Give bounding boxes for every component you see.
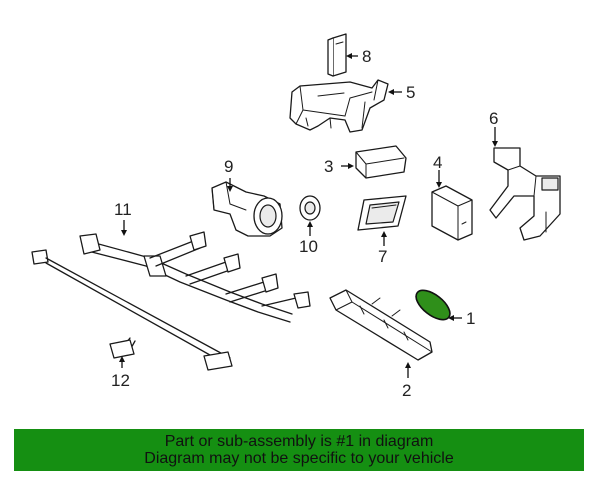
part-8-bracket: 8	[327, 33, 371, 77]
part-9-sensor: 9	[211, 157, 283, 237]
callout-2: 2	[402, 381, 411, 400]
part-7-panel: 7	[357, 195, 407, 266]
callout-10: 10	[299, 237, 318, 256]
part-12-cable: 12	[31, 249, 233, 390]
part-6-bracket: 6	[489, 109, 561, 241]
callout-12: 12	[111, 371, 130, 390]
callout-3: 3	[324, 157, 333, 176]
banner-line-1: Part or sub-assembly is #1 in diagram	[164, 433, 434, 450]
callout-9: 9	[224, 157, 233, 176]
part-1-pad: 1	[415, 289, 475, 328]
part-4-module: 4	[431, 153, 473, 241]
callout-8: 8	[362, 47, 371, 66]
banner-line-2: Diagram may not be specific to your vehi…	[144, 450, 454, 467]
part-5-housing: 5	[289, 79, 415, 133]
part-3-module: 3	[324, 145, 407, 179]
parts-diagram: 8 5 6 3	[31, 33, 561, 400]
callout-1: 1	[466, 309, 475, 328]
info-banner: Part or sub-assembly is #1 in diagram Di…	[14, 429, 584, 471]
part-10-ring: 10	[299, 195, 321, 256]
callout-4: 4	[433, 153, 442, 172]
part-11-harness: 11	[79, 200, 311, 323]
callout-7: 7	[378, 247, 387, 266]
callout-11: 11	[114, 200, 132, 219]
callout-5: 5	[406, 83, 415, 102]
part-2-rail: 2	[329, 289, 433, 400]
callout-6: 6	[489, 109, 498, 128]
